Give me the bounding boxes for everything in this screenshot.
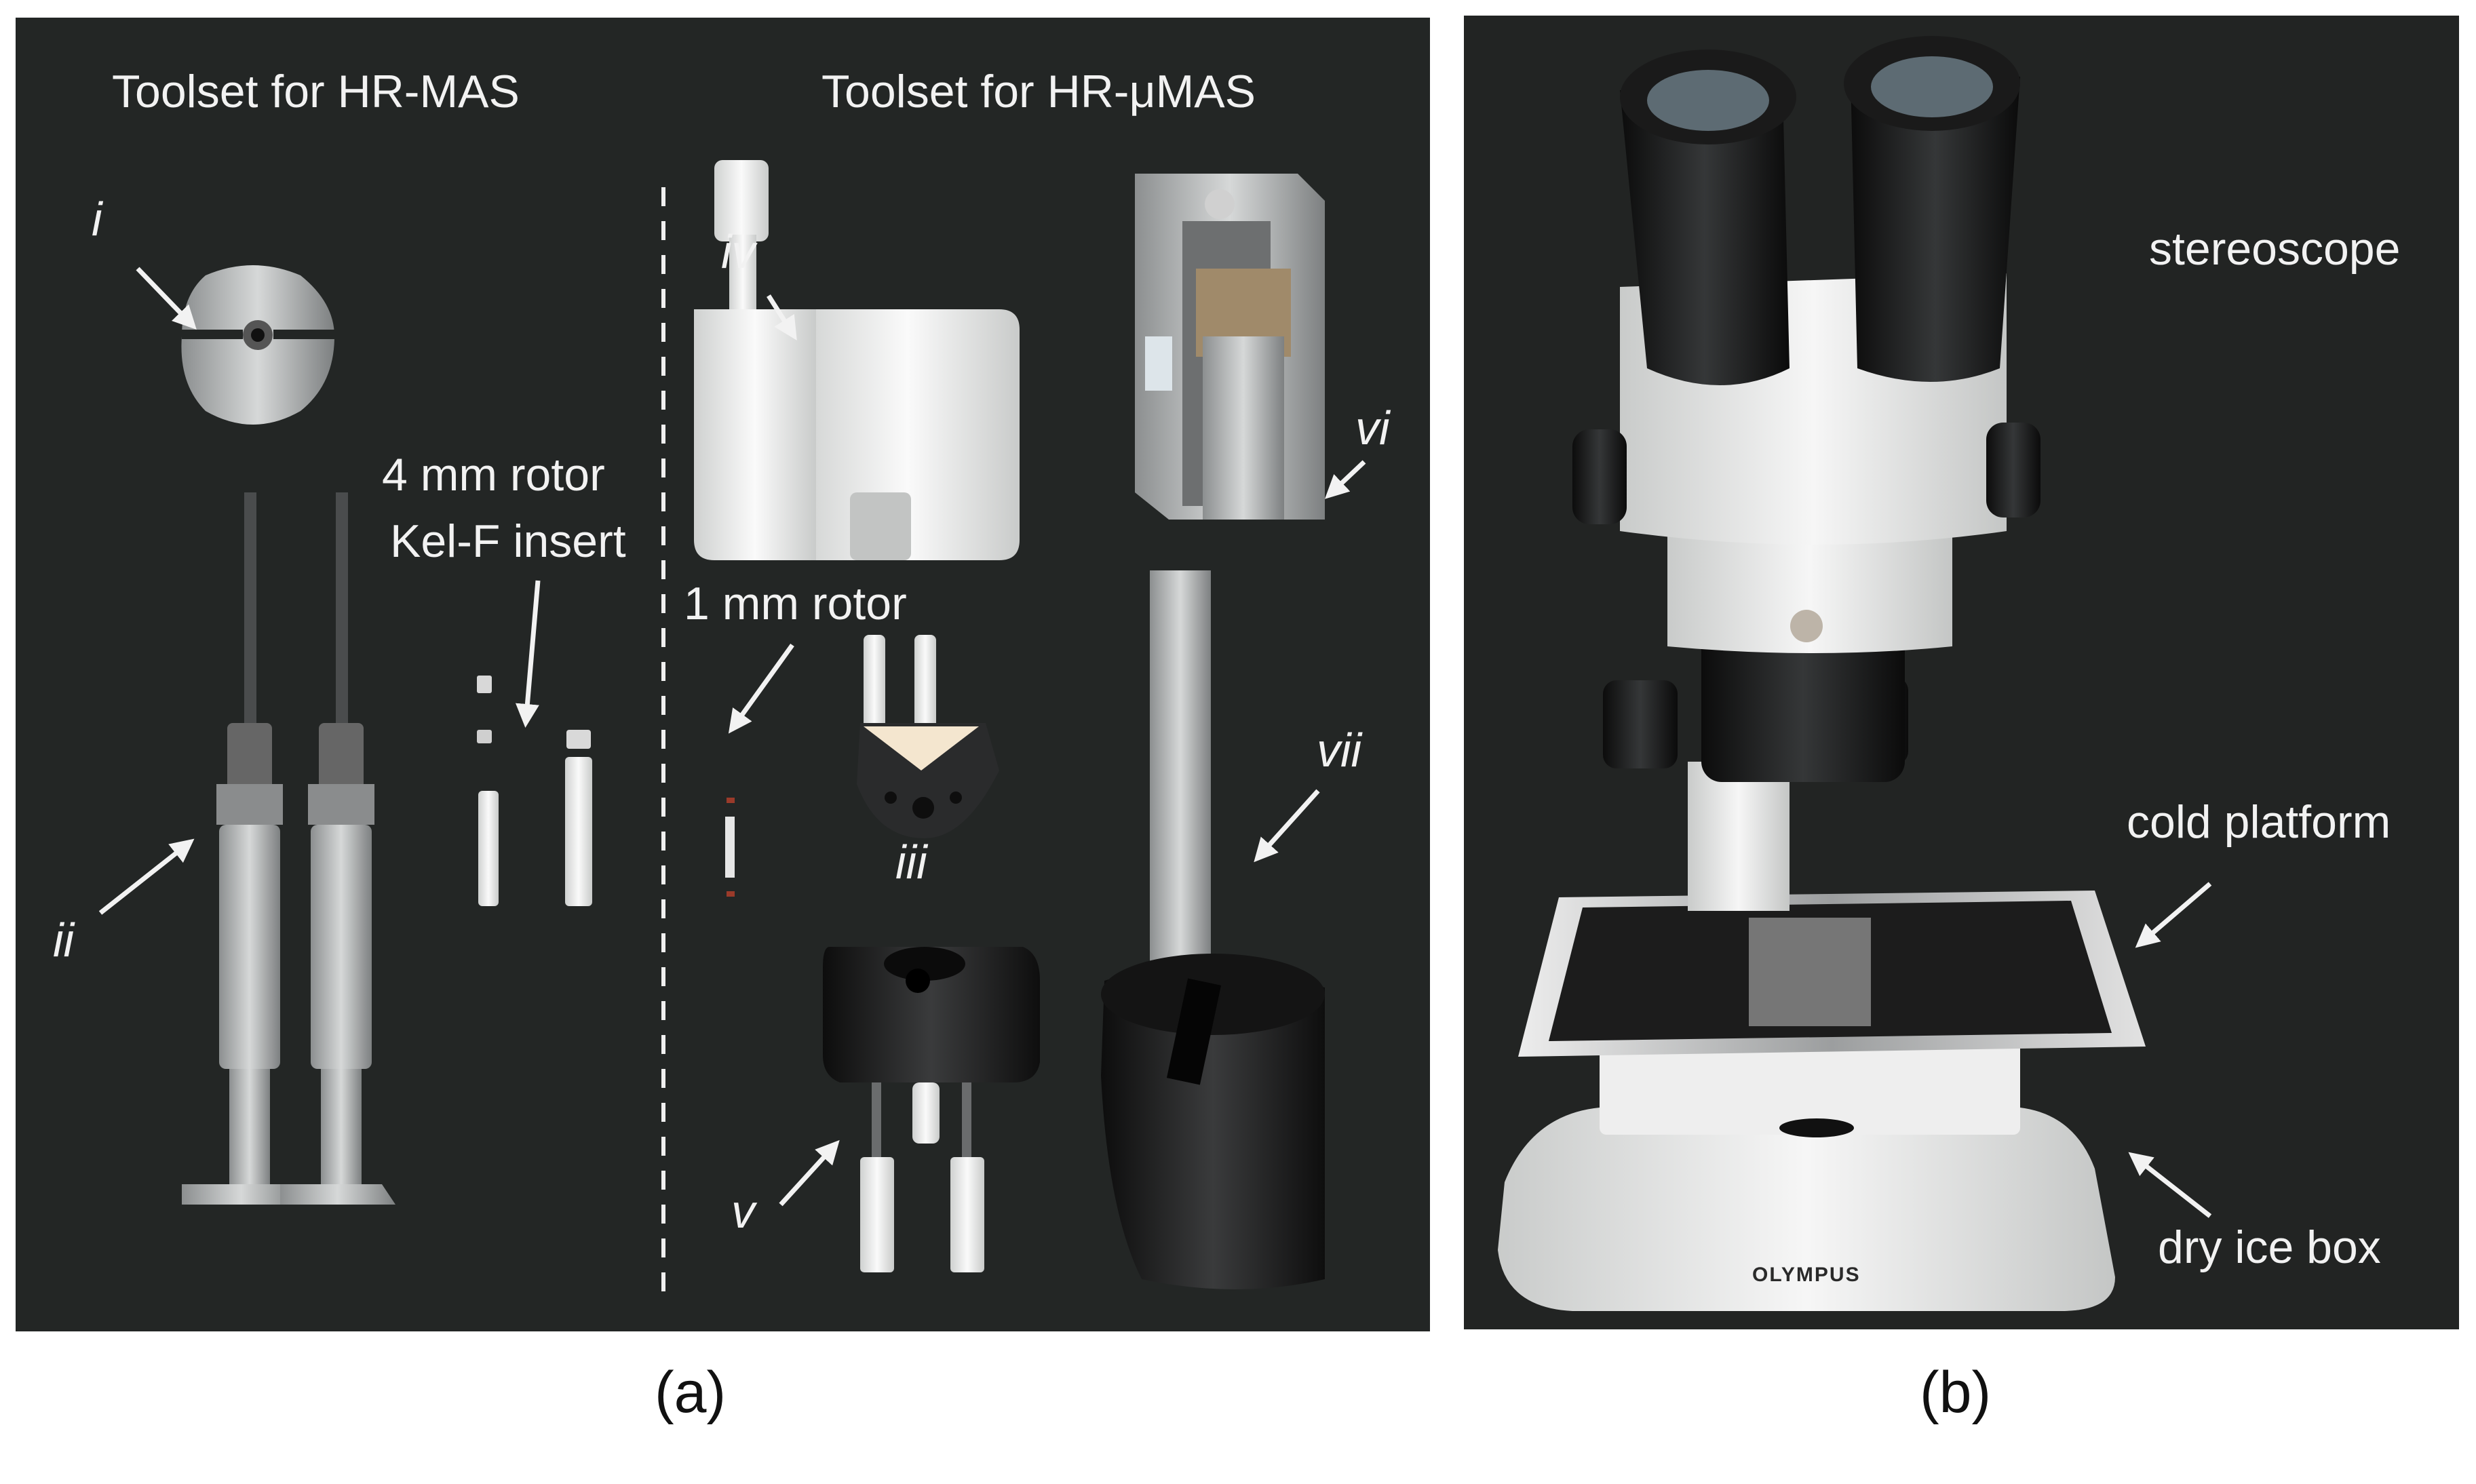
rotor-holder-iii [857,635,999,838]
label-iv: iv [721,225,756,278]
stereoscope-illustration [1498,36,2212,1311]
packing-tool-iv [694,160,1020,560]
heading-hr-umas: Toolset for HR-μMAS [821,66,1256,117]
label-dry-ice-box: dry ice box [2158,1222,2381,1273]
screwdriver-right-ii [280,492,395,1205]
rotor-4mm-parts [477,676,592,906]
strip-holder-vii [1101,570,1325,1289]
arrow-1mm-rotor [728,643,794,734]
arrow-vii [1254,789,1320,863]
arrow-4mm-rotor [515,580,541,728]
arrow-dry-ice-box [2128,1152,2212,1218]
label-vi: vi [1355,402,1390,454]
label-kel-f-insert: Kel-F insert [390,515,626,567]
focus-column [1688,762,1790,911]
zoom-body [1667,531,1952,653]
arrow-vi [1324,460,1366,499]
arrow-v [779,1139,840,1207]
rotor-clamp-vi [1135,174,1325,520]
zoom-knob-right [1986,423,2040,518]
eyepiece-right [1851,77,2020,382]
toolset-photo-panel: Toolset for HR-MAS Toolset for HR-μMAS i… [16,18,1430,1331]
label-4mm-rotor: 4 mm rotor [382,449,605,501]
label-i: i [92,193,102,246]
focus-knob-left [1603,680,1678,768]
arrow-i [136,267,197,330]
label-1mm-rotor: 1 mm rotor [684,578,907,629]
brand-logo: OLYMPUS [1752,1264,1861,1286]
arrow-ii [98,838,195,915]
cap-tool-i [181,265,334,425]
label-iii: iii [895,836,927,889]
rotor-1mm-part [725,798,735,897]
label-vii: vii [1317,724,1362,777]
label-ii: ii [53,914,75,966]
rotor-holder-v [823,947,1040,1272]
arrow-iv [767,294,797,340]
caption-b: (b) [1920,1360,1992,1425]
stereoscope-photo-panel: stereoscope cold platform dry ice box OL… [1464,16,2459,1329]
caption-a: (a) [655,1360,727,1425]
heading-hr-mas: Toolset for HR-MAS [112,66,520,117]
toolset-illustration [98,160,1366,1293]
label-v: v [731,1185,755,1238]
arrow-cold-platform [2135,882,2212,948]
objective-lens [1701,612,1905,782]
screwdriver-left-ii [182,492,301,1205]
eyepiece-left [1620,90,1790,385]
label-cold-platform: cold platform [2127,796,2391,848]
zoom-knob-left [1572,429,1627,524]
label-stereoscope: stereoscope [2149,223,2401,275]
stereoscope-base [1498,1108,2115,1311]
